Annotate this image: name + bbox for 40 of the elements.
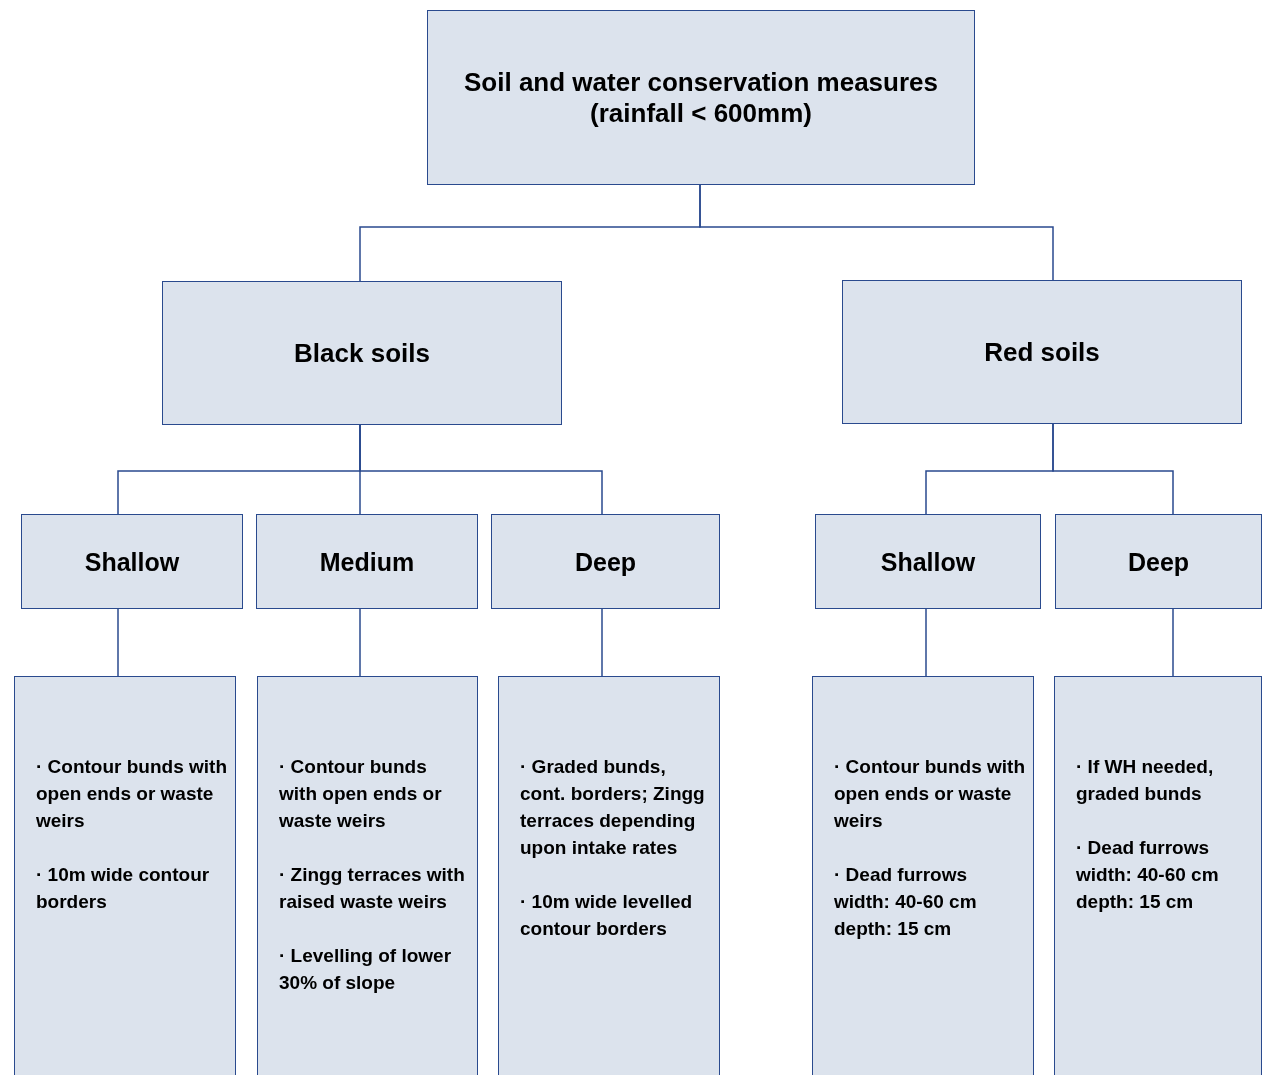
- category-label: Shallow: [84, 546, 180, 577]
- category-label: Shallow: [880, 546, 976, 577]
- category-box: [815, 514, 1041, 609]
- measure-text: · 10m wide contour borders: [36, 863, 211, 914]
- category-box: [1055, 514, 1262, 609]
- measures-box: [498, 676, 720, 1075]
- measures-box: [257, 676, 478, 1075]
- category-label: Medium: [319, 546, 415, 577]
- measure-text: · Dead furrows width: 40-60 cm depth: 15 cm: [1076, 836, 1220, 914]
- measure-text: · If WH needed, graded bunds: [1076, 755, 1215, 806]
- connector-line: [1052, 423, 1174, 515]
- measures-box: [14, 676, 236, 1075]
- category-box: [256, 514, 478, 609]
- measures-box: [812, 676, 1034, 1075]
- measure-text: · Dead furrows width: 40-60 cm depth: 15 cm: [834, 863, 978, 941]
- category-box: [842, 280, 1242, 424]
- category-label: Soil and water conservation measures (rainfall < 600mm): [463, 66, 939, 129]
- category-box: [427, 10, 975, 185]
- connector-line: [359, 424, 603, 515]
- category-box: [21, 514, 243, 609]
- measure-text: · Zingg terraces with raised waste weirs: [279, 863, 466, 914]
- connector-line: [117, 608, 119, 677]
- connector-line: [699, 184, 1054, 281]
- category-label: Deep: [574, 546, 637, 577]
- measures-box: [1054, 676, 1262, 1075]
- connector-line: [1172, 608, 1174, 677]
- category-box: [162, 281, 562, 425]
- connector-line: [359, 608, 361, 677]
- category-box: [491, 514, 720, 609]
- connector-line: [601, 608, 603, 677]
- measure-text: · Contour bunds with open ends or waste weirs: [36, 755, 227, 833]
- measure-text: · Levelling of lower 30% of slope: [279, 944, 453, 995]
- measure-text: · Contour bunds with open ends or waste weirs: [279, 755, 443, 833]
- measure-text: · Contour bunds with open ends or waste weirs: [834, 755, 1025, 833]
- category-label: Red soils: [984, 336, 1100, 368]
- measure-text: · 10m wide levelled contour borders: [520, 890, 694, 941]
- measure-text: · Graded bunds, cont. borders; Zingg terraces depending upon intake rates: [520, 755, 706, 860]
- connector-line: [925, 608, 927, 677]
- category-label: Deep: [1127, 546, 1190, 577]
- category-label: Black soils: [294, 337, 430, 369]
